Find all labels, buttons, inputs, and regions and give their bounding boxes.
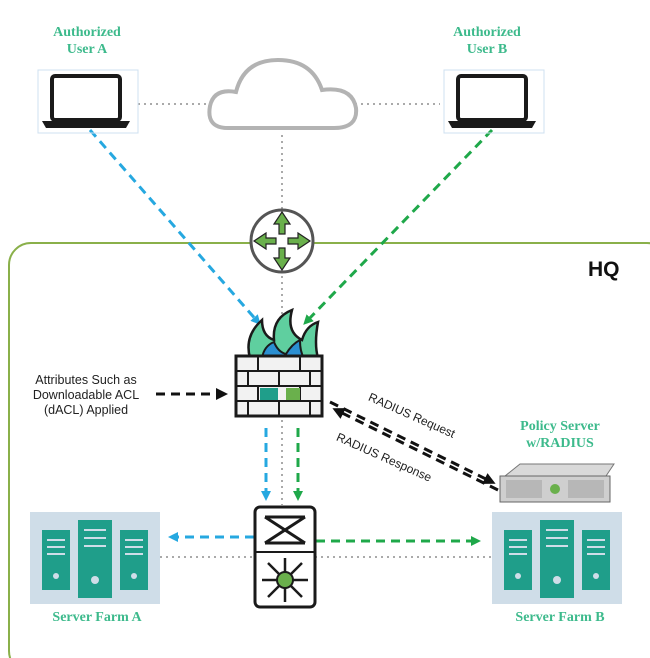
server-icon: [492, 512, 622, 604]
user-a-flow: [88, 129, 271, 542]
laptop-icon: [37, 69, 139, 134]
switch-icon: [253, 505, 317, 609]
laptop-icon: [443, 69, 545, 134]
user-a-label: Authorized User A: [53, 25, 121, 57]
attributes-note: Attributes Such as Downloadable ACL (dAC…: [32, 373, 140, 417]
cloud-icon: [207, 57, 359, 130]
appliance-icon: [499, 463, 615, 503]
policy-server-label: Policy Server w/RADIUS: [520, 419, 600, 451]
hq-label: HQ: [588, 258, 620, 281]
firewall-icon: [234, 307, 324, 418]
router-icon: [249, 208, 315, 274]
user-b-label: Authorized User B: [453, 25, 521, 57]
server-icon: [30, 512, 160, 604]
hq-boundary: [8, 242, 650, 658]
server-farm-b-label: Server Farm B: [515, 610, 605, 625]
physical-links: [138, 103, 492, 558]
user-b-flow: [293, 128, 494, 546]
radius-flows: [156, 388, 499, 492]
server-farm-a-label: Server Farm A: [52, 610, 142, 625]
